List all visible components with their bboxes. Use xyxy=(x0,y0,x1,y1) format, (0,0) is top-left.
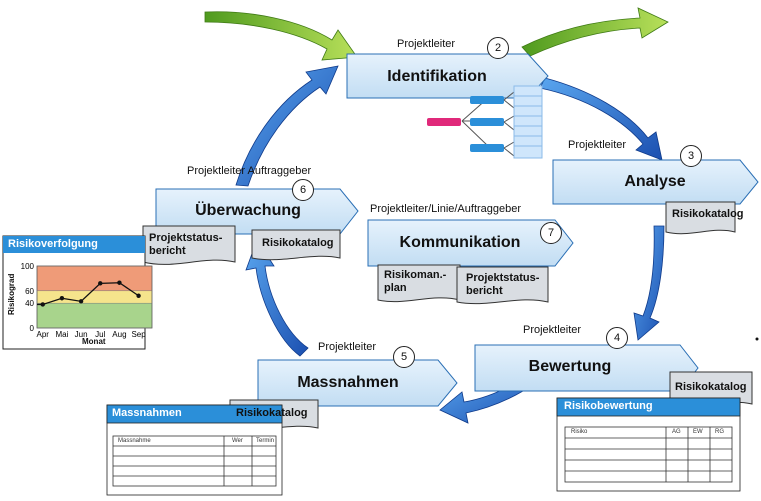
role-identifikation: Projektleiter xyxy=(397,38,456,50)
role-kommunikation: Projektleiter/Linie/Auftraggeber xyxy=(370,203,522,215)
chart-xlabel: Monat xyxy=(82,337,106,346)
chart-ytick-label: 0 xyxy=(30,324,35,333)
doc-risikokatalog-bewertung: Risikokatalog xyxy=(675,381,747,393)
title-ueberwachung: Überwachung xyxy=(195,202,301,219)
green-arrow-in xyxy=(204,11,358,61)
chart-point xyxy=(59,296,65,301)
doc-shape-kommunikation-bericht xyxy=(456,266,549,305)
massnahmen-col-termin: Termin xyxy=(256,438,275,444)
massnahmen-table-grid xyxy=(106,404,283,496)
chart-point xyxy=(117,280,122,285)
step-number-ueberwachung: 6 xyxy=(292,179,314,201)
chart-ytick-label: 60 xyxy=(25,287,34,296)
doc-projektstatusbericht-ueberwachung: Projektstatus- bericht xyxy=(149,232,223,257)
doc-shape-analyse xyxy=(665,201,736,235)
shape-kommunikation xyxy=(367,219,574,267)
chart-xtick-label: Aug xyxy=(112,330,126,339)
role-ueberwachung: Projektleiter Auftraggeber xyxy=(187,165,312,177)
doc-risikokatalog-ueberwachung: Risikokatalog xyxy=(262,237,334,249)
green-arrow-out xyxy=(521,7,669,57)
risikobewertung-table-grid xyxy=(556,397,741,492)
chart-point xyxy=(78,299,84,304)
doc-shape-ueberwachung-bericht xyxy=(142,225,236,265)
step-number-kommunikation: 7 xyxy=(540,222,562,244)
arrow-identifikation-analyse xyxy=(539,77,663,161)
step-number-massnahmen: 5 xyxy=(393,346,415,368)
doc-projektstatusbericht-kommunikation: Projektstatus- bericht xyxy=(466,272,540,297)
chart-title: Risikoverfolgung xyxy=(8,238,98,250)
doc-shape-ueberwachung-katalog xyxy=(251,229,341,261)
risk-chart: 0 40 60 100 Apr Mai Jun Jul Aug Sep xyxy=(2,235,153,350)
title-identifikation: Identifikation xyxy=(387,68,487,85)
title-analyse: Analyse xyxy=(624,173,686,190)
doc-risikomanagementplan: Risikoman.- plan xyxy=(384,269,447,294)
risikobewertung-col-rg: RG xyxy=(715,429,724,435)
doc-risikokatalog-analyse: Risikokatalog xyxy=(672,208,744,220)
title-massnahmen: Massnahmen xyxy=(297,374,399,391)
chart-ylabel: Risikograd xyxy=(7,273,16,315)
step-number-bewertung: 4 xyxy=(606,327,628,349)
chart-xtick-label: Mai xyxy=(55,330,68,339)
chart-xtick-label: Apr xyxy=(37,330,50,339)
risikobewertung-col-ag: AG xyxy=(672,429,681,435)
chart-band-2 xyxy=(37,266,152,291)
chart-ytick-label: 40 xyxy=(25,299,34,308)
role-bewertung: Projektleiter xyxy=(523,324,582,336)
chart-ytick-label: 100 xyxy=(21,262,35,271)
risk-tree-graphic xyxy=(427,85,543,159)
risikobewertung-col-ew: EW xyxy=(693,429,703,435)
chart-point xyxy=(40,302,45,307)
massnahmen-table-title: Massnahmen xyxy=(112,407,182,419)
massnahmen-col-wer: Wer xyxy=(232,438,243,444)
chart-xtick-label: Jun xyxy=(75,330,88,339)
risikobewertung-table-title: Risikobewertung xyxy=(564,400,653,412)
step-number-identifikation: 2 xyxy=(487,37,509,59)
chart-xtick-label: Sep xyxy=(131,330,146,339)
title-bewertung: Bewertung xyxy=(528,358,612,375)
chart-band-0 xyxy=(37,303,152,328)
chart-point xyxy=(136,293,141,298)
risikobewertung-col-risiko: Risiko xyxy=(571,429,588,435)
title-kommunikation: Kommunikation xyxy=(399,234,521,251)
role-massnahmen: Projektleiter xyxy=(318,341,377,353)
arrow-ueberwachung-identifikation xyxy=(235,65,339,187)
role-analyse: Projektleiter xyxy=(568,139,627,151)
massnahmen-col-massnahme: Massnahme xyxy=(118,438,151,444)
doc-risikokatalog-massnahmen: Risikokatalog xyxy=(236,407,308,419)
chart-band-1 xyxy=(37,290,152,304)
arrow-analyse-bewertung xyxy=(633,225,665,341)
step-number-analyse: 3 xyxy=(680,145,702,167)
chart-point xyxy=(98,281,103,286)
chart-xtick-label: Jul xyxy=(95,330,105,339)
shape-analyse xyxy=(552,159,759,205)
